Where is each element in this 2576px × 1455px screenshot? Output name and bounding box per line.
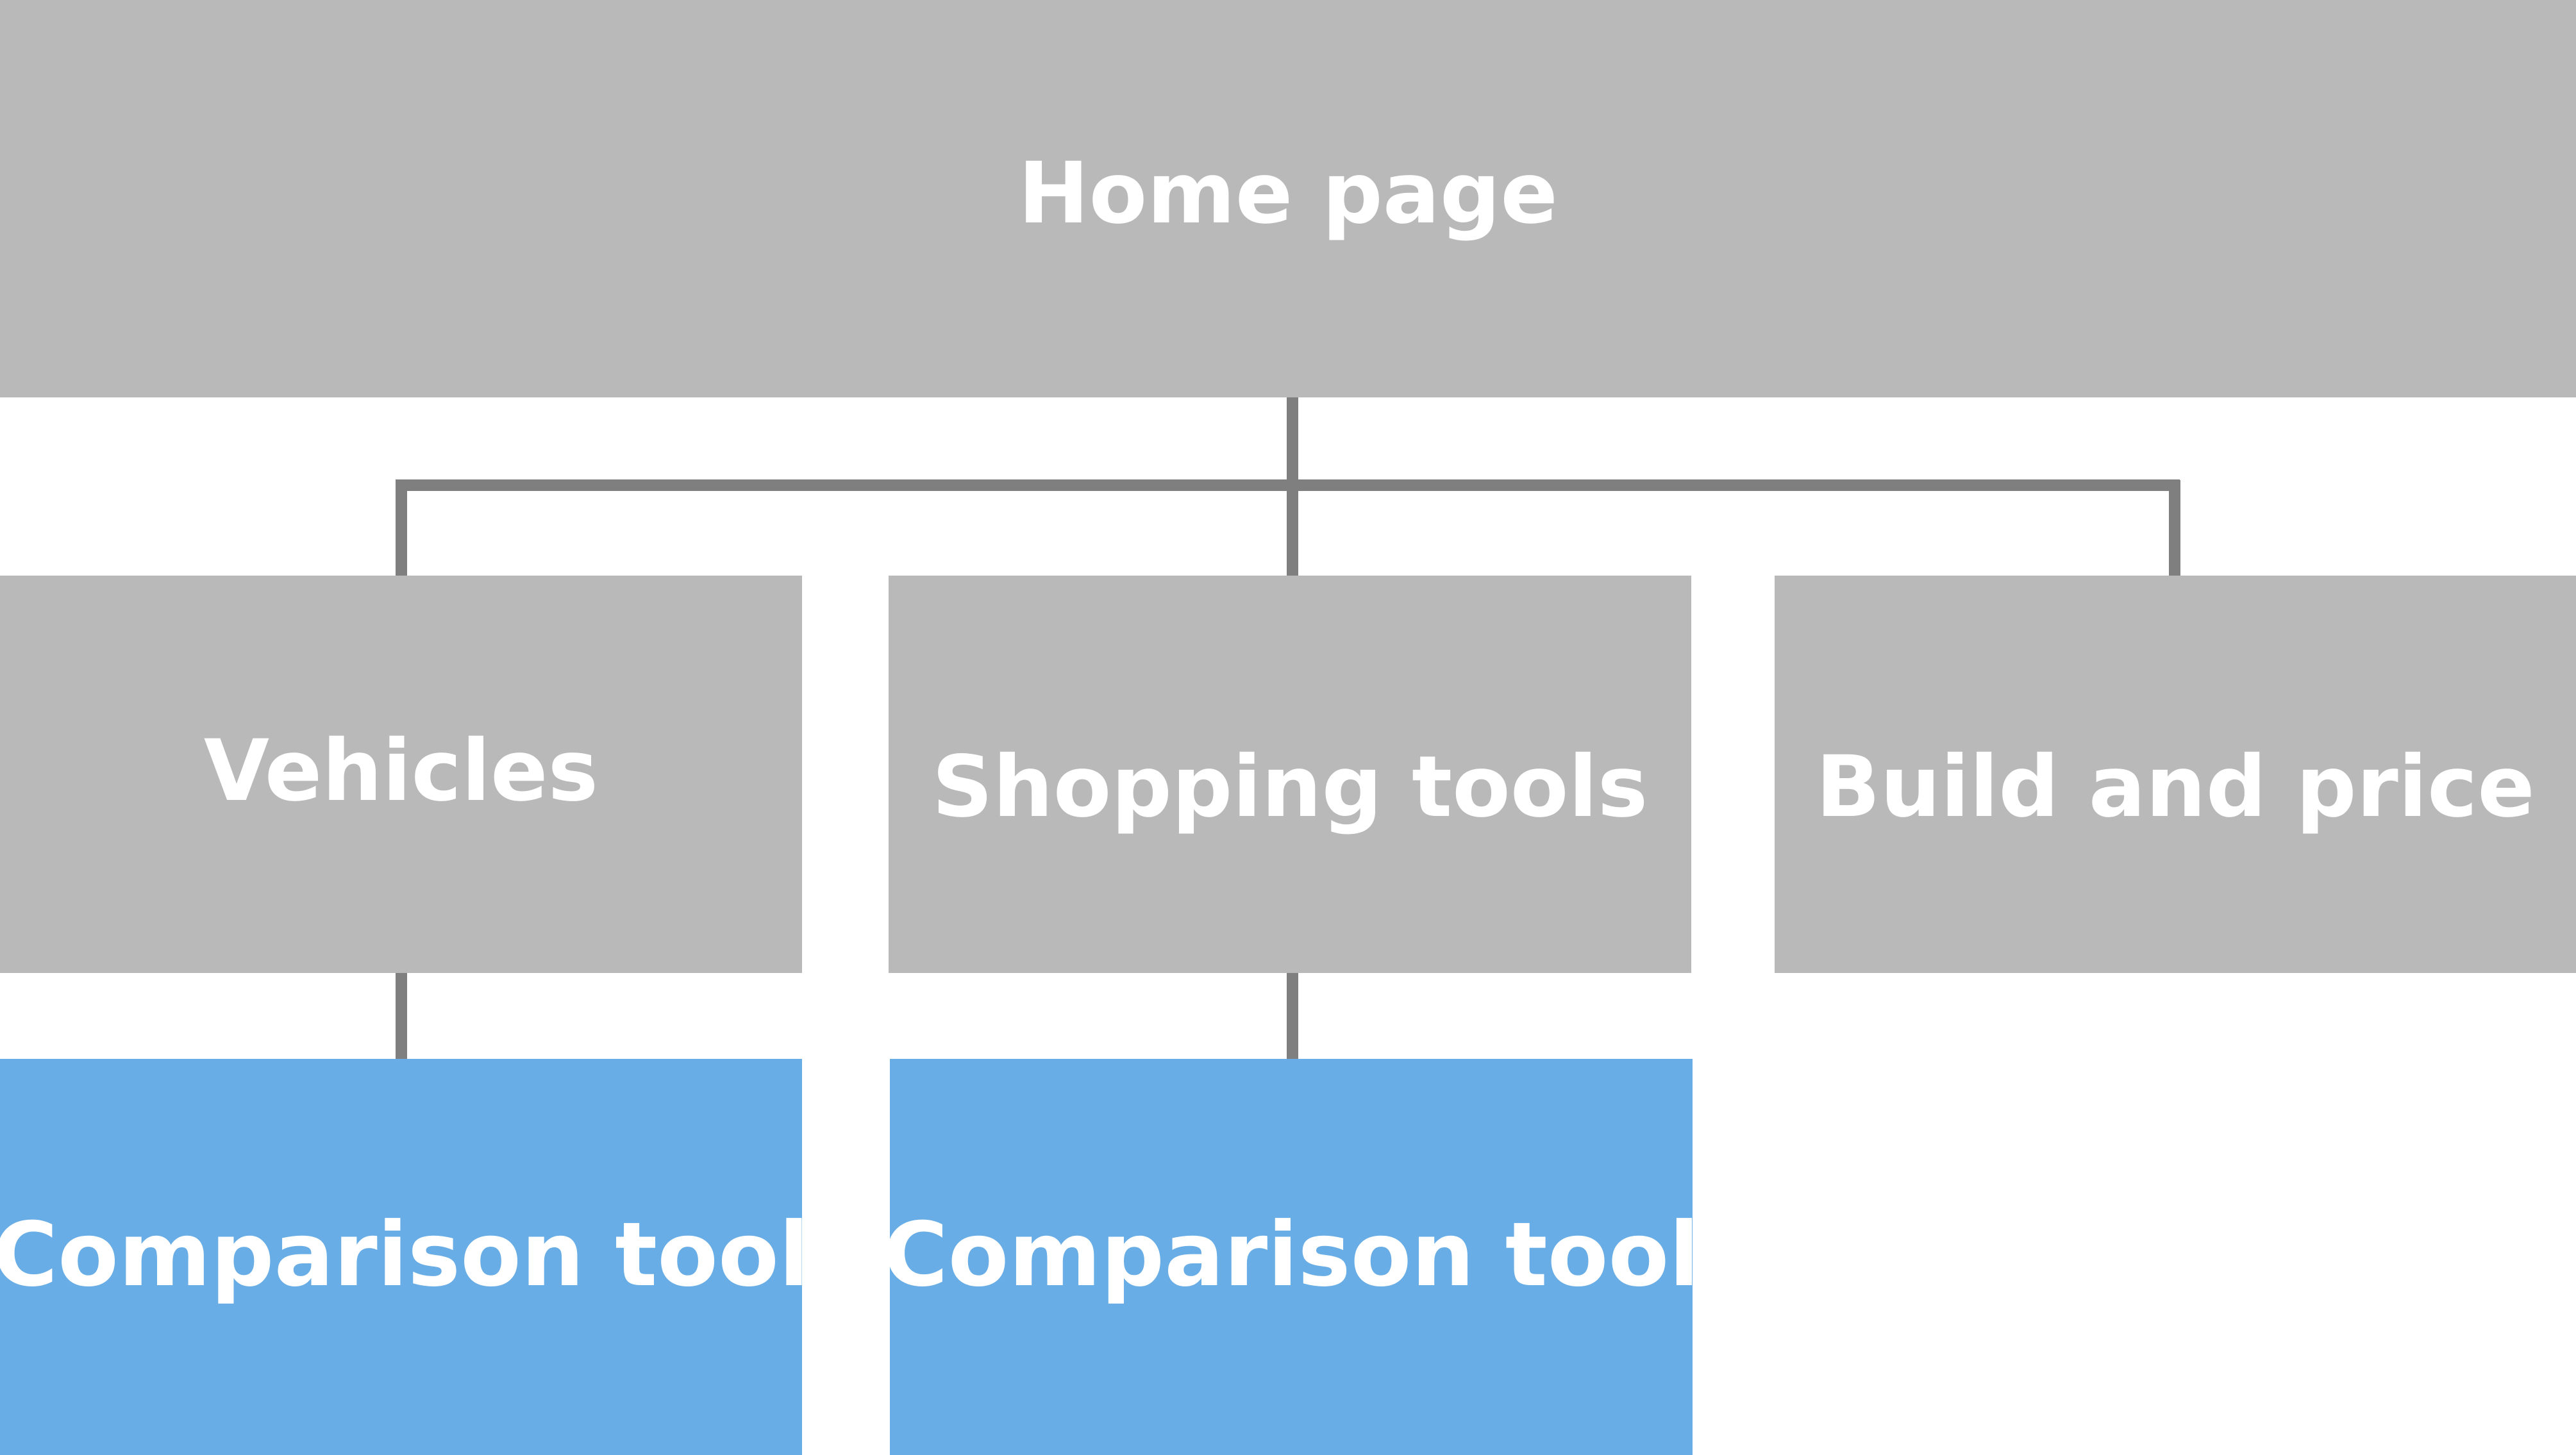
node-build-and-price-label: Build and price bbox=[1816, 738, 2535, 836]
node-home-page-label: Home page bbox=[1018, 144, 1558, 243]
node-vehicles: Vehicles bbox=[0, 576, 802, 973]
node-comparison-tool-shopping-label: Comparison tool bbox=[883, 1202, 1700, 1306]
node-comparison-tool-vehicles: Comparison tool bbox=[0, 1059, 809, 1455]
node-vehicles-label: Vehicles bbox=[203, 722, 599, 820]
node-shopping-tools: Shopping tools bbox=[889, 576, 1691, 973]
node-shopping-tools-label: Shopping tools bbox=[932, 738, 1648, 836]
node-build-and-price: Build and price bbox=[1775, 576, 2576, 973]
node-comparison-tool-shopping: Comparison tool bbox=[883, 1059, 1700, 1455]
node-home-page: Home page bbox=[0, 0, 2576, 397]
node-comparison-tool-vehicles-label: Comparison tool bbox=[0, 1202, 810, 1306]
